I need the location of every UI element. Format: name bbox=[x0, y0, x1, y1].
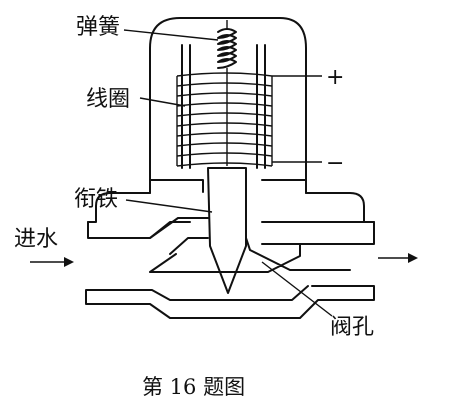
minus-terminal-label: − bbox=[326, 151, 344, 176]
valve-partition bbox=[149, 217, 351, 273]
leader-spring bbox=[123, 29, 219, 41]
leader-armature bbox=[125, 199, 213, 213]
pipe-lower-wall bbox=[85, 285, 375, 319]
leader-valve-hole bbox=[261, 261, 333, 317]
inlet-arrow bbox=[30, 257, 74, 267]
figure-caption: 第 16 题图 bbox=[142, 375, 245, 399]
leader-coil bbox=[139, 97, 186, 107]
coil bbox=[176, 72, 273, 167]
guide-tube bbox=[181, 44, 266, 169]
label-spring: 弹簧 bbox=[76, 15, 120, 40]
label-coil: 线圈 bbox=[86, 87, 130, 112]
plus-terminal-label: + bbox=[326, 65, 344, 90]
valve-housing bbox=[149, 17, 307, 194]
valve-body-flange bbox=[87, 179, 375, 223]
label-water-in: 进水 bbox=[14, 227, 58, 252]
label-armature: 衔铁 bbox=[74, 187, 118, 212]
pipe-upper-wall bbox=[87, 221, 375, 245]
armature bbox=[207, 167, 247, 294]
label-valve-hole: 阀孔 bbox=[330, 315, 374, 340]
outlet-arrow bbox=[378, 253, 418, 263]
spring bbox=[217, 20, 237, 166]
